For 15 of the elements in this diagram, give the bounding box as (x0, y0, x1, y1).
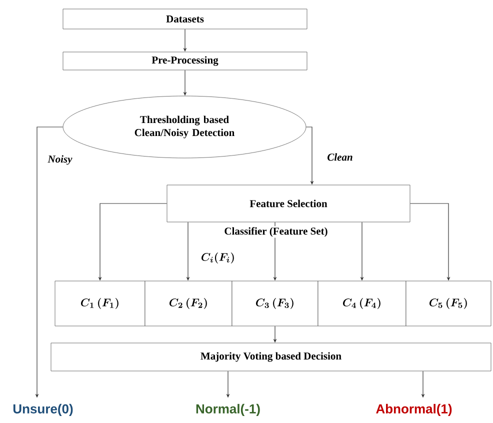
classifier-cell: $\boldsymbol{C_1\,(F_1)}$ (54, 280, 146, 326)
formula-label: $\boldsymbol{C_i(F_i)}$ (202, 252, 234, 264)
edge-label: Classifier (Feature Set) (223, 226, 329, 238)
classifier-cell: $\boldsymbol{C_3\,(F_3)}$ (232, 280, 318, 326)
edge-label: Clean (326, 152, 354, 162)
classifier-cell: $\boldsymbol{C_2\,(F_2)}$ (144, 280, 232, 326)
process-box: Majority Voting based Decision (50, 342, 492, 372)
output-label: Unsure(0) (13, 404, 73, 416)
output-label: Normal(-1) (196, 404, 260, 416)
classifier-cell: $\boldsymbol{C_4\,(F_4)}$ (318, 280, 406, 326)
output-label: Abnormal(1) (376, 404, 452, 416)
process-box: Feature Selection (166, 184, 410, 222)
classifier-cell: $\boldsymbol{C_5\,(F_5)}$ (406, 280, 492, 326)
process-box: Datasets (62, 8, 308, 30)
process-box: Pre-Processing (62, 52, 308, 70)
